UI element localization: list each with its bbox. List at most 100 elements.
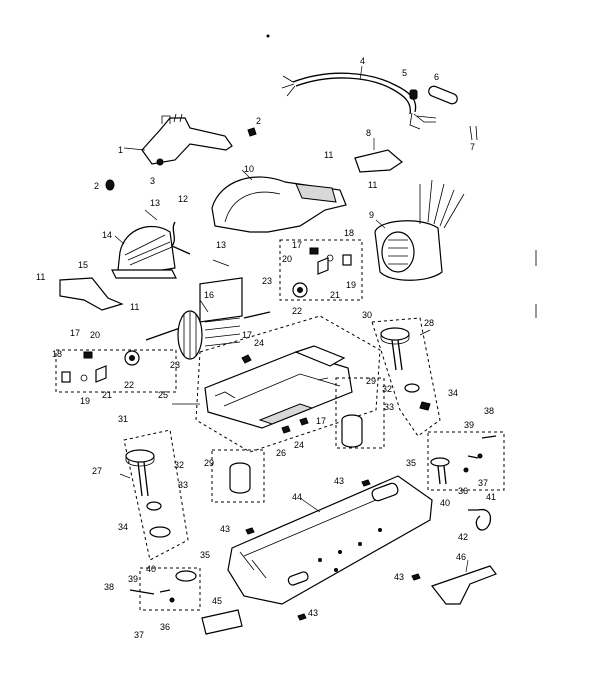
base-plate	[227, 475, 433, 605]
callout-32: 32	[174, 460, 184, 470]
brush-assembly-right	[279, 239, 363, 301]
callout-43: 43	[334, 476, 344, 486]
callout-2: 2	[94, 181, 99, 191]
callout-13: 13	[216, 240, 226, 250]
callout-5: 5	[402, 68, 407, 78]
callout-11: 11	[324, 150, 333, 160]
callout-34: 34	[118, 522, 128, 532]
guard-clip	[170, 221, 191, 255]
spring-clip	[468, 509, 492, 531]
callout-40: 40	[146, 564, 156, 574]
lock-nut	[105, 179, 115, 191]
callout-10: 10	[244, 164, 254, 174]
callout-34: 34	[448, 388, 458, 398]
callout-20: 20	[282, 254, 292, 264]
callout-11: 11	[130, 302, 139, 312]
callout-46: 46	[456, 552, 466, 562]
gear-assembly-left	[123, 429, 189, 561]
callout-35: 35	[200, 550, 210, 560]
callout-16: 16	[204, 290, 214, 300]
callout-12: 12	[178, 194, 188, 204]
callout-38: 38	[104, 582, 114, 592]
callout-44: 44	[292, 492, 302, 502]
base-screws	[245, 479, 421, 621]
callout-37: 37	[478, 478, 488, 488]
callout-2: 2	[256, 116, 261, 126]
callout-11: 11	[36, 272, 45, 282]
cord-sleeve	[428, 85, 458, 105]
callout-38: 38	[484, 406, 494, 416]
callout-43: 43	[220, 524, 230, 534]
callout-15: 15	[78, 260, 88, 270]
callout-36: 36	[160, 622, 170, 632]
callout-23: 23	[170, 360, 180, 370]
callout-42: 42	[458, 532, 468, 542]
power-cord	[281, 72, 437, 130]
cover-plate	[201, 609, 243, 635]
callout-18: 18	[344, 228, 354, 238]
terminal-connectors	[469, 125, 478, 141]
callout-29: 29	[366, 376, 376, 386]
callout-33: 33	[384, 402, 394, 412]
callout-35: 35	[406, 458, 416, 468]
callout-24: 24	[294, 440, 304, 450]
callout-28: 28	[424, 318, 434, 328]
callout-26: 26	[276, 448, 286, 458]
lower-right-hardware	[427, 431, 505, 491]
callout-13: 13	[150, 198, 160, 208]
callout-14: 14	[102, 230, 112, 240]
callout-30: 30	[362, 310, 372, 320]
margin-marks	[266, 34, 537, 318]
callout-7: 7	[470, 142, 475, 152]
callout-4: 4	[360, 56, 365, 66]
callout-25: 25	[158, 390, 168, 400]
callout-23: 23	[262, 276, 272, 286]
callout-17: 17	[242, 330, 252, 340]
callout-21: 21	[102, 390, 112, 400]
brush-assembly-left	[55, 349, 177, 393]
upper-guard	[211, 176, 347, 233]
armature	[145, 277, 271, 360]
callout-43: 43	[394, 572, 404, 582]
callout-41: 41	[486, 492, 496, 502]
switch-screw	[247, 127, 257, 137]
bearing-sleeve-left	[211, 449, 265, 503]
strain-relief-clip	[409, 89, 418, 100]
callout-22: 22	[292, 306, 302, 316]
leader-lines	[114, 65, 469, 573]
callout-45: 45	[212, 596, 222, 606]
callout-8: 8	[366, 128, 371, 138]
switch-housing	[141, 113, 233, 166]
callout-29: 29	[204, 458, 214, 468]
motor-housing	[195, 315, 381, 453]
spring-pin	[144, 209, 230, 267]
gear-assembly-right	[371, 317, 441, 437]
field-stator	[374, 179, 465, 281]
callout-1: 1	[118, 145, 123, 155]
lower-left-hardware	[129, 567, 201, 611]
field-bracket	[354, 149, 403, 173]
callout-17: 17	[292, 240, 302, 250]
callout-labels: 1 2 2 3 4 5 6 7 8 9 10 11 11 11 11 12 13…	[36, 56, 496, 640]
callout-43: 43	[308, 608, 318, 618]
callout-24: 24	[254, 338, 264, 348]
callout-21: 21	[330, 290, 340, 300]
callout-19: 19	[346, 280, 356, 290]
callout-33: 33	[178, 480, 188, 490]
callout-39: 39	[128, 574, 138, 584]
callout-39: 39	[464, 420, 474, 430]
callout-19: 19	[80, 396, 90, 406]
callout-31: 31	[118, 414, 128, 424]
callout-20: 20	[90, 330, 100, 340]
callout-36: 36	[458, 486, 468, 496]
callout-18: 18	[52, 349, 62, 359]
callout-9: 9	[369, 210, 374, 220]
mounting-bracket	[59, 277, 124, 311]
callout-22: 22	[124, 380, 134, 390]
callout-32: 32	[382, 384, 392, 394]
housing-screws	[241, 354, 309, 434]
callout-27: 27	[92, 466, 102, 476]
callout-17: 17	[316, 416, 326, 426]
callout-3: 3	[150, 176, 155, 186]
